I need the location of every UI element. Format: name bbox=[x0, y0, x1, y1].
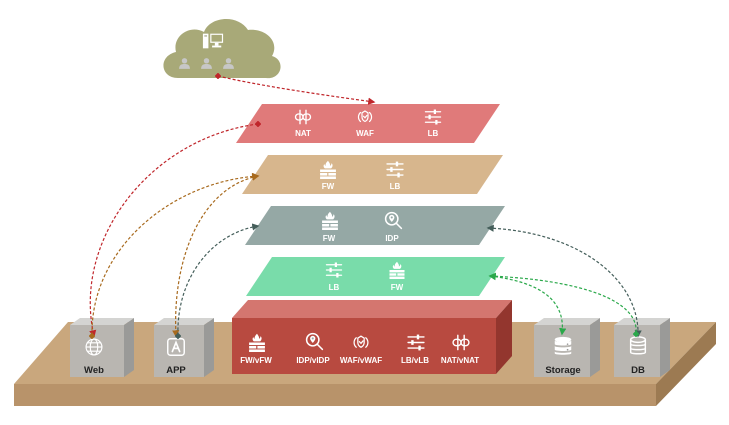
connector-second-layer-to-web bbox=[92, 176, 258, 336]
layer-fourth: LB FW bbox=[246, 257, 505, 296]
server-storage: Storage bbox=[534, 318, 600, 377]
server-label: APP bbox=[166, 365, 186, 376]
service-label: FW/vFW bbox=[240, 356, 272, 365]
layer-label: LB bbox=[428, 129, 439, 138]
server-web: Web bbox=[70, 318, 134, 377]
layer-third-shape bbox=[245, 206, 505, 245]
layer-top: NAT WAF LB bbox=[236, 104, 500, 143]
layer-label: FW bbox=[322, 182, 335, 191]
server-label: Storage bbox=[545, 365, 580, 376]
connector-top-layer-to-web bbox=[90, 124, 258, 336]
layer-label: IDP bbox=[385, 234, 399, 243]
box-front bbox=[232, 318, 496, 374]
server-label: Web bbox=[84, 365, 104, 376]
service-label: LB/vLB bbox=[401, 356, 429, 365]
service-label: WAF/vWAF bbox=[340, 356, 382, 365]
layer-label: WAF bbox=[356, 129, 374, 138]
virtual-services-box: FW/vFW IDP/vIDP WAF/vWAF LB/vLB NAT/vNAT bbox=[232, 300, 512, 374]
layer-label: LB bbox=[329, 283, 340, 292]
computer-icon bbox=[202, 33, 224, 49]
server-app: APP bbox=[154, 318, 214, 377]
cloud bbox=[163, 18, 281, 79]
layer-second: FW LB bbox=[242, 155, 503, 194]
layer-label: LB bbox=[390, 182, 401, 191]
load-balancer-icon bbox=[386, 160, 404, 179]
connector-cloud-to-top-layer bbox=[218, 76, 374, 102]
layer-fourth-shape bbox=[246, 257, 505, 296]
layer-third: FW IDP bbox=[245, 206, 505, 245]
service-label: IDP/vIDP bbox=[296, 356, 330, 365]
load-balancer-icon bbox=[325, 261, 343, 279]
load-balancer-icon bbox=[424, 108, 442, 126]
connectors bbox=[90, 76, 642, 338]
platform-front bbox=[14, 384, 656, 406]
connector-third-layer-to-db bbox=[486, 224, 642, 338]
layer-label: NAT bbox=[295, 129, 311, 138]
platform-side bbox=[656, 322, 716, 406]
layer-second-shape bbox=[242, 155, 503, 194]
layer-label: FW bbox=[323, 234, 336, 243]
connector-third-layer-to-app bbox=[178, 226, 258, 336]
load-balancer-icon bbox=[407, 333, 425, 352]
server-label: DB bbox=[631, 365, 645, 376]
box-top bbox=[232, 300, 512, 318]
layer-label: FW bbox=[391, 283, 404, 292]
connector-fourth-layer-to-db bbox=[490, 276, 636, 334]
server-db: DB bbox=[614, 318, 670, 377]
service-label: NAT/vNAT bbox=[441, 356, 479, 365]
cloud-shape bbox=[163, 18, 281, 79]
